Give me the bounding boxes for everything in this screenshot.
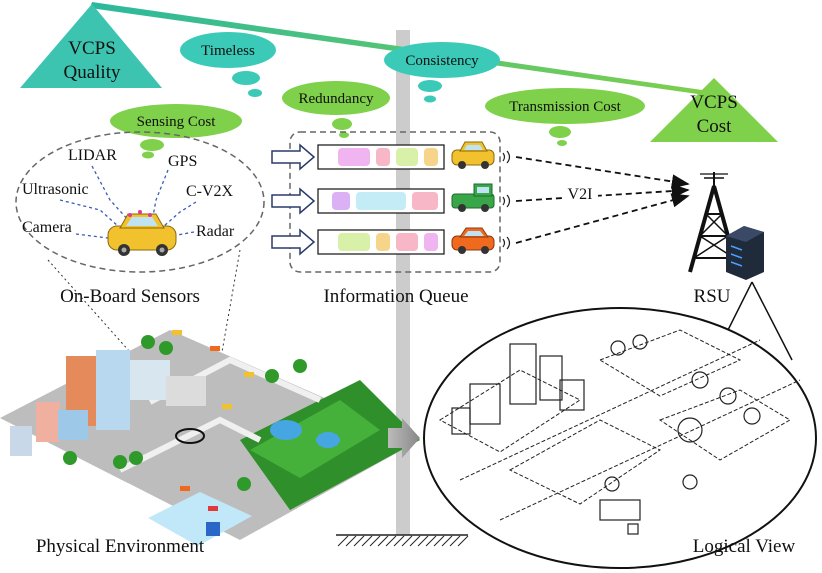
wireless-signal-icons bbox=[502, 150, 511, 250]
redundancy-label: Redundancy bbox=[299, 91, 374, 107]
sensor-radar: Radar bbox=[196, 223, 235, 240]
information-queue-box bbox=[289, 131, 501, 273]
queue-block bbox=[332, 192, 350, 210]
queue-block bbox=[338, 148, 370, 166]
sensor-camera: Camera bbox=[22, 219, 72, 236]
sensor-ultrasonic: Ultrasonic bbox=[22, 181, 89, 198]
logical-view-label: Logical View bbox=[693, 536, 796, 557]
v2i-label-bg bbox=[562, 184, 598, 202]
queue-block bbox=[356, 192, 406, 210]
physical-environment-label: Physical Environment bbox=[36, 536, 205, 557]
queue-block bbox=[376, 148, 390, 166]
central-pole bbox=[396, 30, 410, 535]
queue-block bbox=[412, 192, 438, 210]
queue-block bbox=[396, 233, 418, 251]
redundancy-bubble: Redundancy bbox=[282, 81, 390, 138]
onboard-sensors-label: On-Board Sensors bbox=[60, 286, 200, 307]
queue-block bbox=[424, 233, 438, 251]
v2i-label: V2I bbox=[568, 186, 593, 203]
transfer-arrow bbox=[388, 418, 420, 458]
sensing-cost-label: Sensing Cost bbox=[137, 114, 217, 130]
sensor-lidar: LIDAR bbox=[68, 147, 117, 164]
zoom-lines-sensors bbox=[47, 249, 241, 353]
onboard-sensors-ellipse bbox=[15, 131, 265, 273]
vcps-cost-label-1: VCPS bbox=[690, 92, 738, 113]
rsu-server-icon bbox=[726, 226, 764, 280]
ground-hatch bbox=[336, 534, 469, 547]
v2i-links bbox=[515, 156, 690, 244]
vcps-cost-triangle bbox=[650, 78, 778, 142]
queue-car-green-icon bbox=[451, 183, 495, 212]
consistency-label: Consistency bbox=[405, 53, 479, 69]
queue-car-yellow-icon bbox=[451, 141, 495, 169]
vcps-quality-triangle bbox=[20, 4, 162, 88]
sensor-cv2x: C-V2X bbox=[186, 183, 234, 200]
queue-input-arrows bbox=[271, 143, 316, 256]
information-queue-label: Information Queue bbox=[323, 286, 468, 307]
transmission-cost-label: Transmission Cost bbox=[509, 99, 621, 115]
vcps-quality-label-1: VCPS bbox=[68, 38, 116, 59]
queue-block bbox=[338, 233, 370, 251]
queue-block bbox=[396, 148, 418, 166]
vcps-quality-label-2: Quality bbox=[64, 62, 121, 83]
timeless-bubble: Timeless bbox=[180, 32, 276, 97]
queue-car-orange-icon bbox=[451, 227, 495, 254]
consistency-bubble: Consistency bbox=[384, 42, 500, 103]
vcps-cost-label-2: Cost bbox=[697, 116, 733, 137]
transmission-cost-bubble: Transmission Cost bbox=[485, 88, 645, 146]
sensor-gps: GPS bbox=[168, 153, 197, 170]
rsu-label: RSU bbox=[694, 286, 731, 307]
queue-block bbox=[424, 148, 438, 166]
queue-block bbox=[376, 233, 390, 251]
queue-blocks bbox=[332, 148, 438, 251]
physical-environment-city bbox=[0, 330, 420, 546]
sensing-cost-bubble: Sensing Cost bbox=[110, 104, 242, 159]
timeless-label: Timeless bbox=[201, 43, 255, 59]
logical-view-sketch bbox=[423, 307, 817, 569]
sensor-car-icon bbox=[107, 210, 177, 256]
